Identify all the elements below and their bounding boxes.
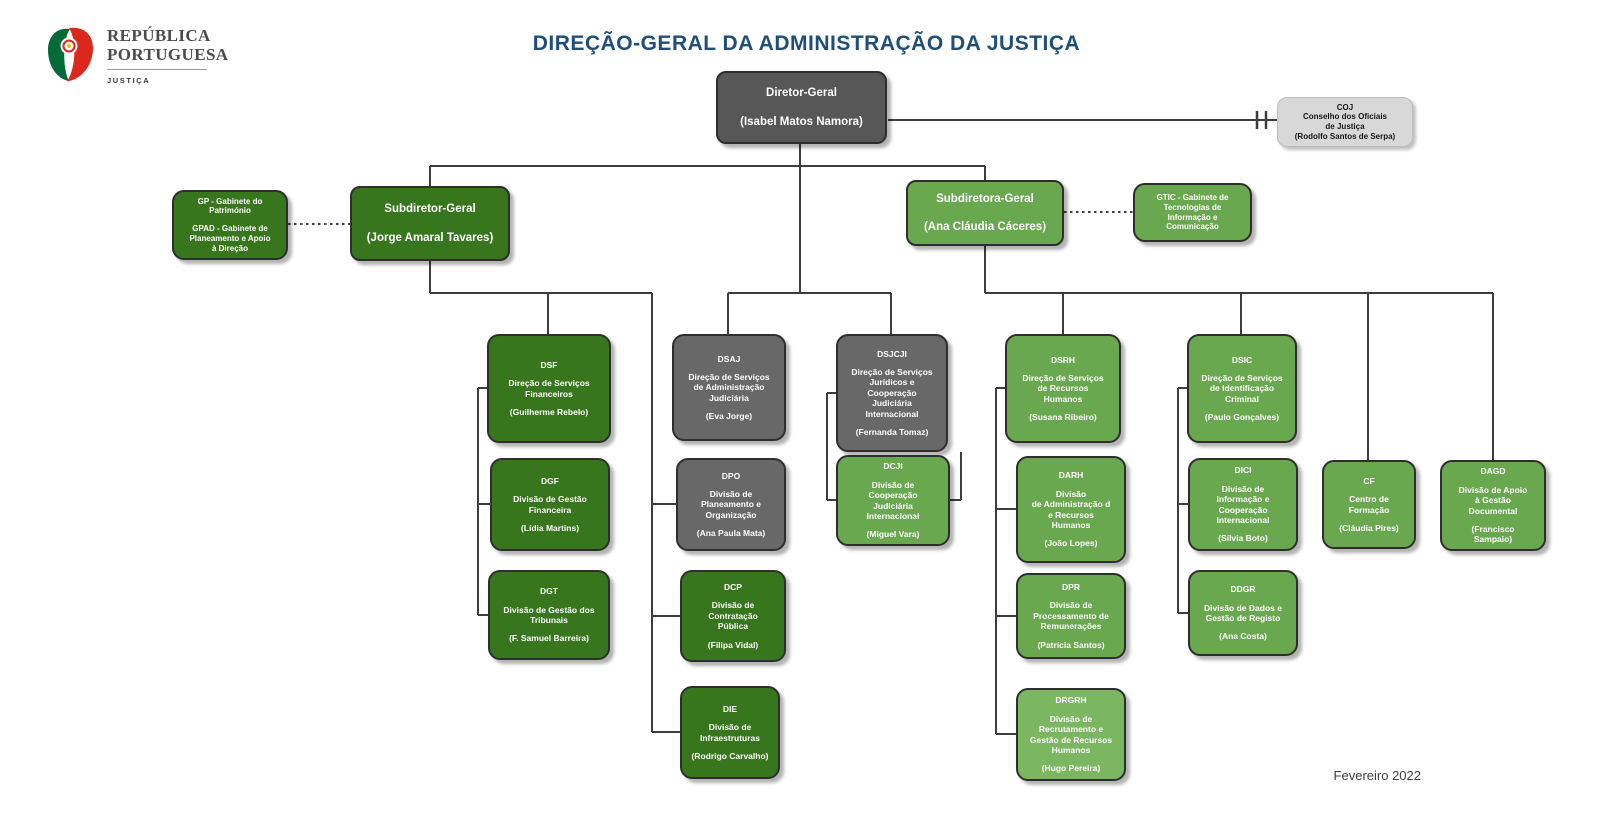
org-node-dsf-text: Direção de Serviços Financeiros (508, 378, 590, 399)
org-node-dcji: DCJI Divisão de Cooperação Judiciária Int… (836, 455, 950, 546)
logo-divider (107, 69, 207, 71)
logo-line2: PORTUGUESA (107, 45, 229, 65)
org-node-dpo-text: Divisão de Planeamento e Organização (701, 488, 761, 520)
org-node-dpo-text: DPO (721, 470, 741, 481)
org-node-darh-text: Divisão de Administração d e Recursos Hu… (1031, 488, 1111, 530)
org-node-cf-text: (Cláudia Pires) (1339, 522, 1399, 533)
org-node-drgrh-text: DRGRH (1055, 695, 1087, 706)
org-node-subdiretora-geral-text: (Ana Cláudia Cáceres) (923, 221, 1047, 233)
org-node-dgt-text: Divisão de Gestão dos Tribunais (503, 604, 595, 625)
org-node-die: DIE Divisão de Infraestruturas (Rodrigo Ca… (680, 686, 780, 779)
org-node-dsic-text: Direção de Serviços de Identificação Cri… (1201, 372, 1283, 404)
org-node-darh-text: (João Lopes) (1044, 538, 1098, 549)
org-node-dsic: DSIC Direção de Serviços de Identificação… (1187, 334, 1297, 443)
org-node-dsaj: DSAJ Direção de Serviços de Administração… (672, 334, 786, 441)
org-node-dsf: DSF Direção de Serviços Financeiros (Guilh… (487, 334, 611, 443)
org-node-dagd-text: DAGD (1480, 466, 1506, 477)
org-node-dagd-text: Divisão de Apoio à Gestão Documental (1458, 484, 1528, 516)
org-node-ddgr-text: (Ana Costa) (1219, 631, 1267, 642)
org-node-darh-text: DARH (1058, 470, 1084, 481)
org-node-drgrh: DRGRH Divisão de Recrutamento e Gestão de… (1016, 688, 1126, 781)
org-node-drgrh-text: (Hugo Pereira) (1041, 763, 1101, 774)
org-node-dpr-text: Divisão de Processamento de Remunerações (1033, 600, 1109, 632)
org-node-coj: COJ Conselho dos Oficiais de Justiça (Ro… (1277, 97, 1413, 147)
org-node-coj-text: COJ Conselho dos Oficiais de Justiça (Ro… (1294, 102, 1396, 141)
org-node-dici-text: Divisão de Informação e Cooperação Inter… (1216, 483, 1270, 525)
org-node-cf-text: Centro de Formação (1348, 494, 1390, 515)
flag-emblem-icon (48, 27, 93, 82)
org-node-cf: CF Centro de Formação (Cláudia Pires) (1322, 460, 1416, 549)
org-node-die-text: Divisão de Infraestruturas (700, 722, 760, 743)
org-node-dcp-text: (Filipa Vidal) (707, 639, 759, 650)
org-node-gtic: GTIC - Gabinete de Tecnologias de Inform… (1133, 183, 1252, 242)
org-node-dgt-text: (F. Samuel Barreira) (509, 633, 589, 644)
org-node-dgt: DGT Divisão de Gestão dos Tribunais (F. Sa… (488, 570, 610, 660)
org-node-subdiretora-geral: Subdiretora-Geral (Ana Cláudia Cáceres) (906, 180, 1064, 246)
org-node-dsf-text: DSF (540, 359, 558, 370)
org-node-drgrh-text: Divisão de Recrutamento e Gestão de Recu… (1029, 713, 1113, 755)
org-node-dici: DICI Divisão de Informação e Cooperação I… (1188, 458, 1298, 551)
org-node-dgt-text: DGT (540, 586, 558, 597)
org-node-die-text: (Rodrigo Carvalho) (691, 750, 769, 761)
logo-line1: REPÚBLICA (107, 26, 211, 45)
date-label: Fevereiro 2022 (1333, 768, 1421, 783)
org-node-dici-text: DICI (1234, 465, 1252, 476)
org-node-dcji-text: Divisão de Cooperação Judiciária Interna… (866, 479, 920, 521)
org-node-gtic-text: GTIC - Gabinete de Tecnologias de Inform… (1156, 193, 1229, 232)
org-node-dsjcji-text: Direção de Serviços Jurídicos e Cooperaç… (851, 367, 933, 419)
org-node-dpo-text: (Ana Paula Mata) (696, 528, 766, 539)
org-node-dcp-text: DCP (724, 582, 742, 593)
org-node-dsaj-text: DSAJ (717, 353, 741, 364)
org-node-darh: DARH Divisão de Administração d e Recurso… (1016, 456, 1126, 563)
org-node-dcji-text: DCJI (883, 461, 903, 472)
org-node-subdiretor-geral-text: Subdiretor-Geral (384, 203, 476, 216)
org-node-gp-gpad-text: GPAD - Gabinete de Planeamento e Apoio à… (189, 224, 271, 253)
org-node-dcp-text: Divisão de Contratação Pública (708, 600, 758, 632)
org-node-subdiretor-geral: Subdiretor-Geral (Jorge Amaral Tavares) (350, 186, 510, 261)
org-node-subdiretora-geral-text: Subdiretora-Geral (936, 192, 1034, 205)
org-node-diretor-geral-text: Diretor-Geral (766, 87, 837, 100)
org-node-dsrh-text: (Susana Ribeiro) (1029, 412, 1097, 423)
org-node-dagd-text: (Francisco Sampaio) (1471, 523, 1515, 545)
org-node-dgf: DGF Divisão de Gestão Financeira (Lídia Ma… (490, 458, 610, 551)
org-node-dpr-text: (Patrícia Santos) (1037, 639, 1105, 650)
org-node-dsaj-text: (Eva Jorge) (705, 411, 753, 422)
org-node-diretor-geral-text: (Isabel Matos Namora) (740, 115, 863, 128)
org-node-dsaj-text: Direção de Serviços de Administração Jud… (688, 371, 770, 403)
logo-text: REPÚBLICA PORTUGUESA JUSTIÇA (107, 26, 228, 85)
org-node-subdiretor-geral-text: (Jorge Amaral Tavares) (366, 231, 494, 244)
org-node-dpr-text: DPR (1062, 582, 1080, 593)
org-node-dsic-text: (Paulo Gonçalves) (1204, 412, 1280, 423)
org-node-dgf-text: (Lídia Martins) (520, 522, 580, 533)
org-node-die-text: DIE (722, 703, 738, 714)
org-node-gp-gpad-text: GP - Gabinete do Património (197, 196, 263, 216)
org-node-ddgr-text: Divisão de Dados e Gestão de Registo (1204, 602, 1282, 623)
org-node-ddgr: DDGR Divisão de Dados e Gestão de Registo… (1188, 570, 1298, 656)
org-node-dsrh-text: DSRH (1050, 354, 1076, 365)
org-node-dsjcji: DSJCJI Direção de Serviços Jurídicos e Co… (836, 334, 948, 452)
page-title: DIREÇÃO-GERAL DA ADMINISTRAÇÃO DA JUSTIÇ… (532, 32, 1081, 55)
org-node-dsjcji-text: DSJCJI (877, 348, 907, 359)
org-node-dagd: DAGD Divisão de Apoio à Gestão Documental… (1440, 460, 1546, 551)
org-node-dsic-text: DSIC (1231, 354, 1253, 365)
org-node-ddgr-text: DDGR (1230, 584, 1256, 595)
org-node-dsrh-text: Direção de Serviços de Recursos Humanos (1022, 372, 1104, 404)
org-node-diretor-geral: Diretor-Geral (Isabel Matos Namora) (716, 71, 887, 144)
org-node-dsf-text: (Guilherme Rebelo) (509, 406, 589, 417)
org-node-dgf-text: Divisão de Gestão Financeira (513, 494, 587, 515)
org-node-dsjcji-text: (Fernanda Tomaz) (855, 426, 929, 437)
org-node-dpo: DPO Divisão de Planeamento e Organização (… (676, 458, 786, 551)
republica-portuguesa-logo: REPÚBLICA PORTUGUESA JUSTIÇA (45, 26, 228, 85)
org-node-dici-text: (Sílvia Boto) (1218, 533, 1268, 544)
org-node-dcp: DCP Divisão de Contratação Pública (Filipa… (680, 570, 786, 662)
logo-department: JUSTIÇA (107, 76, 151, 86)
org-node-dcji-text: (Miguel Vara) (866, 529, 920, 540)
org-node-dsrh: DSRH Direção de Serviços de Recursos Huma… (1005, 334, 1121, 443)
org-node-dpr: DPR Divisão de Processamento de Remuneraç… (1016, 573, 1126, 659)
org-node-dgf-text: DGF (541, 475, 559, 486)
org-node-cf-text: CF (1363, 475, 1375, 486)
